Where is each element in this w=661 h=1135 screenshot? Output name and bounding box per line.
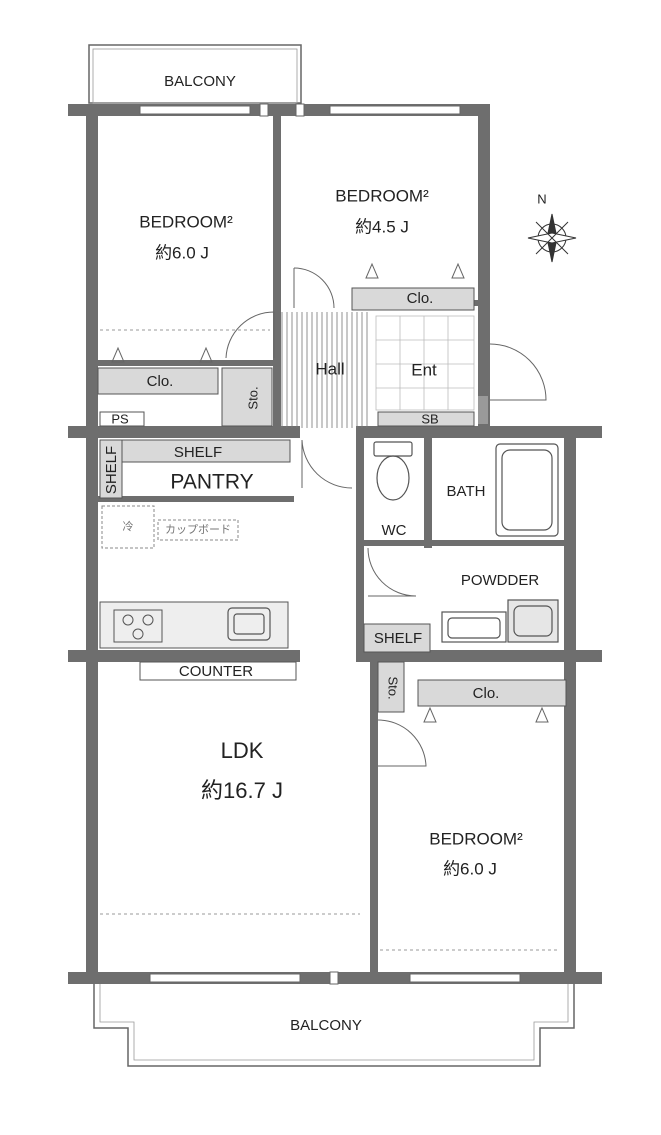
room-markers	[111, 262, 549, 723]
closet-se-label: Clo.	[473, 685, 500, 702]
washing-machine-icon	[507, 599, 559, 643]
bathtub-icon	[495, 443, 559, 537]
bedroom-se-label: BEDROOM²	[429, 829, 523, 848]
balcony-top-label: BALCONY	[164, 73, 236, 90]
balcony-top	[88, 44, 302, 104]
cupboard-label: カップボード	[165, 523, 231, 536]
fridge-label: 冷	[123, 520, 134, 533]
entrance-label: Ent	[411, 360, 437, 379]
shoe-box-label: SB	[421, 411, 438, 426]
counter-label: COUNTER	[179, 663, 253, 680]
walls	[68, 104, 602, 984]
counter-strip	[139, 661, 297, 681]
sink-icon	[227, 607, 271, 641]
ldk-size: 約16.7 J	[201, 778, 283, 803]
bath-label: BATH	[447, 483, 486, 500]
stove-icon	[113, 609, 163, 643]
closet-nw-label: Clo.	[147, 373, 174, 390]
ceiling-lines	[100, 329, 560, 951]
shelf-label: SHELF	[174, 444, 222, 461]
hall-floor	[281, 312, 368, 428]
bedroom-se-size: 約6.0 J	[443, 859, 497, 878]
closets	[97, 287, 567, 713]
entry-hatch	[478, 396, 488, 424]
windows-top	[139, 103, 461, 117]
toilet-icon	[373, 441, 413, 501]
shelf-vertical-label: SHELF	[103, 446, 120, 494]
pantry-label: PANTRY	[170, 471, 253, 494]
wc-label: WC	[382, 522, 407, 539]
windows-bottom	[149, 971, 521, 985]
washbasin-icon	[441, 611, 507, 643]
ldk-label: LDK	[221, 738, 264, 763]
pantry-area	[99, 439, 291, 499]
closet-n-label: Clo.	[407, 290, 434, 307]
entrance-tiles	[375, 315, 475, 411]
balcony-bottom	[93, 984, 575, 1067]
compass-rose-icon	[527, 213, 577, 263]
storage-s-label: Sto.	[386, 676, 401, 699]
bedroom-n-label: BEDROOM²	[335, 186, 429, 205]
compass-north-label: N	[537, 191, 546, 206]
balcony-bottom-label: BALCONY	[290, 1017, 362, 1034]
pipe-space	[99, 411, 145, 427]
wet-shelf-label: SHELF	[374, 630, 422, 647]
hall-label: Hall	[315, 359, 344, 378]
wet-shelf	[363, 623, 431, 653]
door-swings	[225, 267, 547, 767]
bedroom-nw-label: BEDROOM²	[139, 212, 233, 231]
bedroom-nw-size: 約6.0 J	[155, 243, 209, 262]
powder-label: POWDDER	[461, 572, 540, 589]
bedroom-n-size: 約4.5 J	[355, 217, 409, 236]
storage-n-label: Sto.	[245, 386, 260, 409]
pipe-space-label: PS	[111, 411, 129, 426]
fridge-area	[101, 505, 239, 549]
